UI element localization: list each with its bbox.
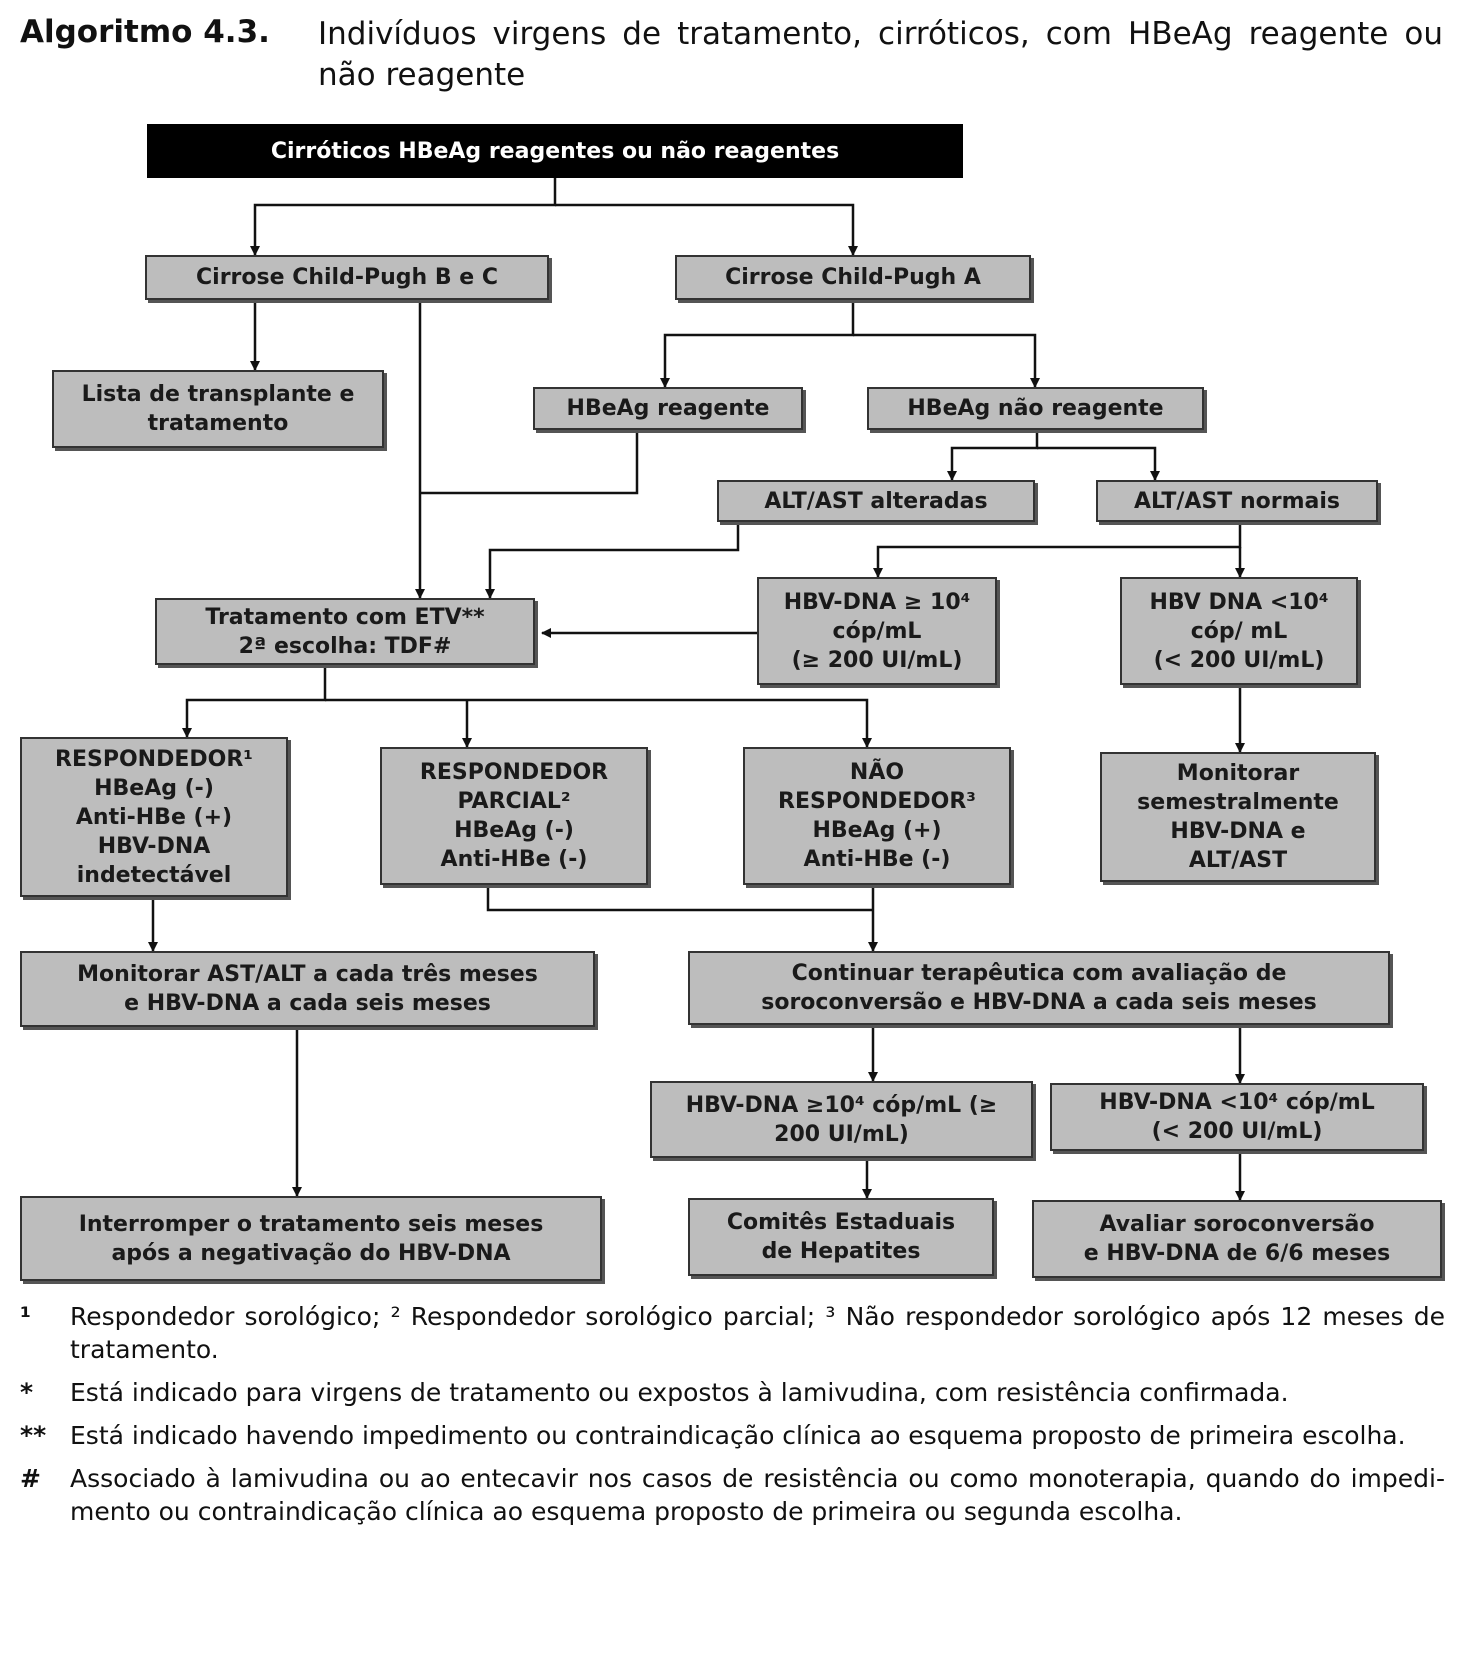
responder-node: RESPONDEDOR¹ HBeAg (-) Anti-HBe (+) HBV-… [20, 737, 288, 897]
treatment-node: Tratamento com ETV** 2ª escolha: TDF# [155, 598, 535, 665]
alt-altered-node: ALT/AST alteradas [717, 480, 1035, 522]
monitor-semi-line-2: semestralmente [1137, 790, 1339, 815]
hbeag-nonreagent-node: HBeAg não reagente [867, 387, 1204, 430]
treatment-line-2: 2ª escolha: TDF# [238, 633, 452, 659]
footnote-text: Está indicado havendo impedimento ou con… [70, 1421, 1406, 1450]
algorithm-title: Indivíduos virgens de tratamento, cirrót… [318, 16, 1443, 93]
footnotes: ¹ Respondedor sorológico; ² Respondedor … [20, 1300, 1445, 1538]
monitor-semi-line-4: ALT/AST [1188, 848, 1288, 873]
dna2-low-line-1: HBV-DNA <10⁴ cóp/mL [1099, 1090, 1375, 1115]
connector-neg-split-right [1037, 446, 1160, 481]
flow-connectors [148, 178, 1245, 1201]
alt-normal-label: ALT/AST normais [1133, 488, 1340, 514]
child-pugh-bc-label: Cirrose Child-Pugh B e C [196, 265, 498, 290]
footnote-mark: ¹ [20, 1302, 31, 1331]
responder-line-2: HBeAg (-) [94, 775, 214, 801]
interrupt-node: Interromper o tratamento seis meses após… [20, 1196, 602, 1281]
partial-line-2: PARCIAL² [457, 789, 571, 814]
committees-line-1: Comitês Estaduais [726, 1210, 956, 1235]
dna-high-line-3: (≥ 200 UI/mL) [791, 647, 963, 673]
connector-altered-treatment [485, 522, 740, 599]
hbeag-nonreagent-label: HBeAg não reagente [907, 396, 1164, 421]
treatment-line-1: Tratamento com ETV** [205, 604, 485, 630]
child-pugh-a-label: Cirrose Child-Pugh A [725, 265, 981, 290]
committees-node: Comitês Estaduais de Hepatites [688, 1198, 994, 1276]
footnote-4: # Associado à lamivudina ou ao entecavir… [20, 1462, 1445, 1528]
connector-treatment-split [182, 665, 327, 738]
footnote-text: Associado à lamivudina ou ao entecavir n… [70, 1464, 1445, 1526]
monitor-ast-line-1: Monitorar AST/ALT a cada três meses [77, 962, 538, 987]
dna-high-node: HBV-DNA ≥ 10⁴ cóp/mL (≥ 200 UI/mL) [757, 577, 997, 685]
dna2-low-node: HBV-DNA <10⁴ cóp/mL (< 200 UI/mL) [1050, 1083, 1424, 1151]
hbeag-reagent-label: HBeAg reagente [566, 396, 770, 421]
alt-altered-label: ALT/AST alteradas [764, 488, 988, 514]
partial-responder-node: RESPONDEDOR PARCIAL² HBeAg (-) Anti-HBe … [380, 747, 648, 885]
dna-low-node: HBV DNA <10⁴ cóp/ mL (< 200 UI/mL) [1120, 577, 1358, 685]
dna2-high-line-2: 200 UI/mL) [774, 1121, 909, 1147]
non-responder-line-4: Anti-HBe (-) [803, 847, 951, 872]
dna2-low-line-2: (< 200 UI/mL) [1151, 1119, 1323, 1144]
monitor-semi-line-3: HBV-DNA e [1170, 819, 1306, 844]
footnote-text: Está indicado para virgens de tratamento… [70, 1378, 1289, 1407]
monitor-ast-node: Monitorar AST/ALT a cada três meses e HB… [20, 951, 595, 1027]
footnote-2: * Está indicado para virgens de tratamen… [20, 1376, 1445, 1409]
root-node: Cirróticos HBeAg reagentes ou não reagen… [147, 124, 963, 178]
transplant-node: Lista de transplante e tratamento [52, 370, 384, 448]
dna-low-line-1: HBV DNA <10⁴ [1149, 589, 1329, 615]
footnote-text: Respondedor sorológico; ² Respondedor so… [70, 1302, 1445, 1364]
footnote-1: ¹ Respondedor sorológico; ² Respondedor … [20, 1300, 1445, 1366]
connector-normal-split [873, 522, 1242, 578]
hbeag-reagent-node: HBeAg reagente [533, 387, 803, 430]
continue-line-1: Continuar terapêutica com avaliação de [791, 961, 1287, 986]
child-pugh-a-node: Cirrose Child-Pugh A [675, 255, 1031, 300]
dna-high-line-1: HBV-DNA ≥ 10⁴ [783, 589, 971, 615]
responder-line-3: Anti-HBe (+) [75, 804, 233, 830]
non-responder-node: NÃO RESPONDEDOR³ HBeAg (+) Anti-HBe (-) [743, 747, 1011, 885]
connector-root-right [555, 203, 858, 256]
non-responder-line-1: NÃO [849, 760, 905, 785]
transplant-label: Lista de transplante e tratamento [81, 382, 355, 436]
non-responder-line-3: HBeAg (+) [812, 818, 942, 843]
dna2-high-line-1: HBV-DNA ≥10⁴ cóp/mL (≥ [685, 1092, 998, 1118]
partial-line-3: HBeAg (-) [454, 818, 574, 843]
footnote-mark: * [20, 1378, 34, 1407]
alt-normal-node: ALT/AST normais [1096, 480, 1378, 522]
connector-treatment-split-mid [325, 698, 872, 748]
responder-line-1: RESPONDEDOR¹ [55, 746, 253, 772]
connector-root [250, 178, 557, 256]
evaluate-line-2: e HBV-DNA de 6/6 meses [1083, 1241, 1391, 1266]
continue-line-2: soroconversão e HBV-DNA a cada seis mese… [761, 990, 1317, 1015]
dna-low-line-3: (< 200 UI/mL) [1153, 647, 1325, 673]
evaluate-line-1: Avaliar soroconversão [1099, 1212, 1375, 1237]
footnote-mark: # [20, 1464, 41, 1493]
interrupt-line-2: após a negativação do HBV-DNA [111, 1240, 511, 1266]
connector-a-split-right [853, 333, 1040, 388]
footnote-3: ** Está indicado havendo impedimento ou … [20, 1419, 1445, 1452]
responder-line-5: indetectável [76, 862, 232, 888]
connector-pos-treatment [420, 430, 639, 495]
algorithm-label: Algoritmo 4.3. [20, 14, 270, 50]
evaluate-node: Avaliar soroconversão e HBV-DNA de 6/6 m… [1032, 1200, 1442, 1278]
child-pugh-bc-node: Cirrose Child-Pugh B e C [145, 255, 549, 300]
root-node-label: Cirróticos HBeAg reagentes ou não reagen… [270, 138, 840, 164]
monitor-semi-line-1: Monitorar [1176, 761, 1300, 786]
interrupt-line-1: Interromper o tratamento seis meses [78, 1211, 544, 1237]
monitor-semiannual-node: Monitorar semestralmente HBV-DNA e ALT/A… [1100, 752, 1376, 882]
footnote-mark: ** [20, 1421, 47, 1450]
connector-partial-continue [486, 885, 873, 912]
dna-high-line-2: cóp/mL [832, 618, 922, 644]
continue-therapy-node: Continuar terapêutica com avaliação de s… [688, 951, 1390, 1025]
partial-line-1: RESPONDEDOR [419, 760, 609, 785]
non-responder-line-2: RESPONDEDOR³ [778, 789, 976, 814]
connector-a-split [660, 300, 855, 388]
connector-neg-split [947, 430, 1039, 481]
responder-line-4: HBV-DNA [97, 833, 211, 859]
dna2-high-node: HBV-DNA ≥10⁴ cóp/mL (≥ 200 UI/mL) [650, 1081, 1033, 1158]
monitor-ast-line-2: e HBV-DNA a cada seis meses [124, 991, 491, 1016]
partial-line-4: Anti-HBe (-) [440, 847, 588, 872]
dna-low-line-2: cóp/ mL [1190, 618, 1288, 644]
committees-line-2: de Hepatites [761, 1239, 921, 1264]
